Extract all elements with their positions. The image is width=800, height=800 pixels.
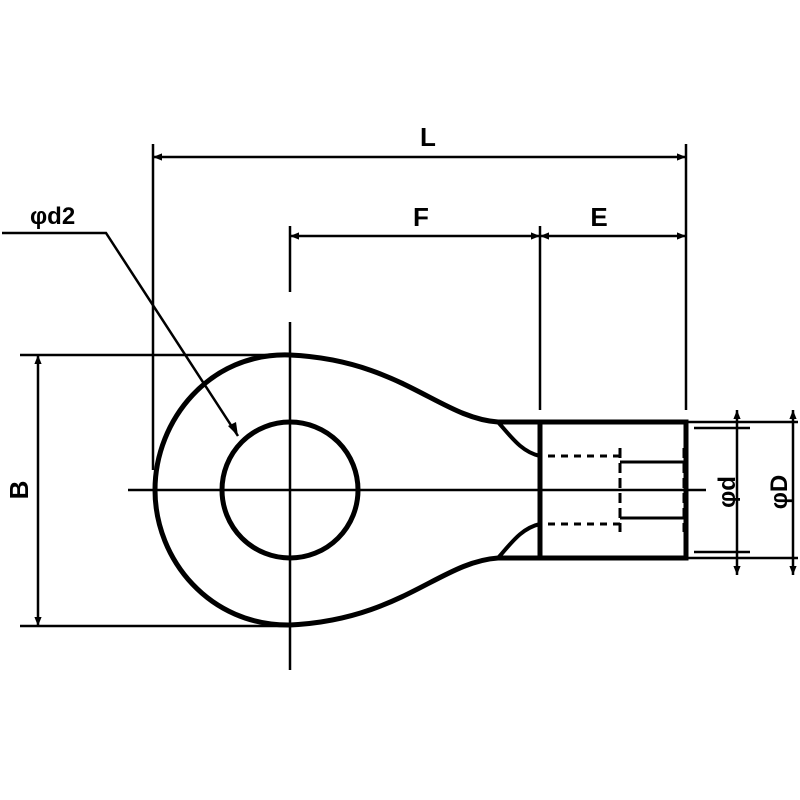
- leader-d2: [2, 231, 240, 437]
- label-d: φd: [714, 476, 741, 508]
- label-E: E: [590, 202, 607, 232]
- dimension-labels: L F E φd2 B φd φD: [4, 122, 793, 509]
- dimension-lines: [2, 153, 797, 626]
- upper-funnel: [496, 420, 541, 458]
- label-F: F: [413, 202, 429, 232]
- label-d2: φd2: [30, 203, 75, 230]
- center-lines: [128, 322, 706, 670]
- leader-d2-arrowhead: [228, 422, 238, 436]
- label-B: B: [4, 481, 34, 500]
- label-L: L: [420, 122, 436, 152]
- label-D: φD: [766, 475, 793, 510]
- lower-funnel: [496, 522, 541, 560]
